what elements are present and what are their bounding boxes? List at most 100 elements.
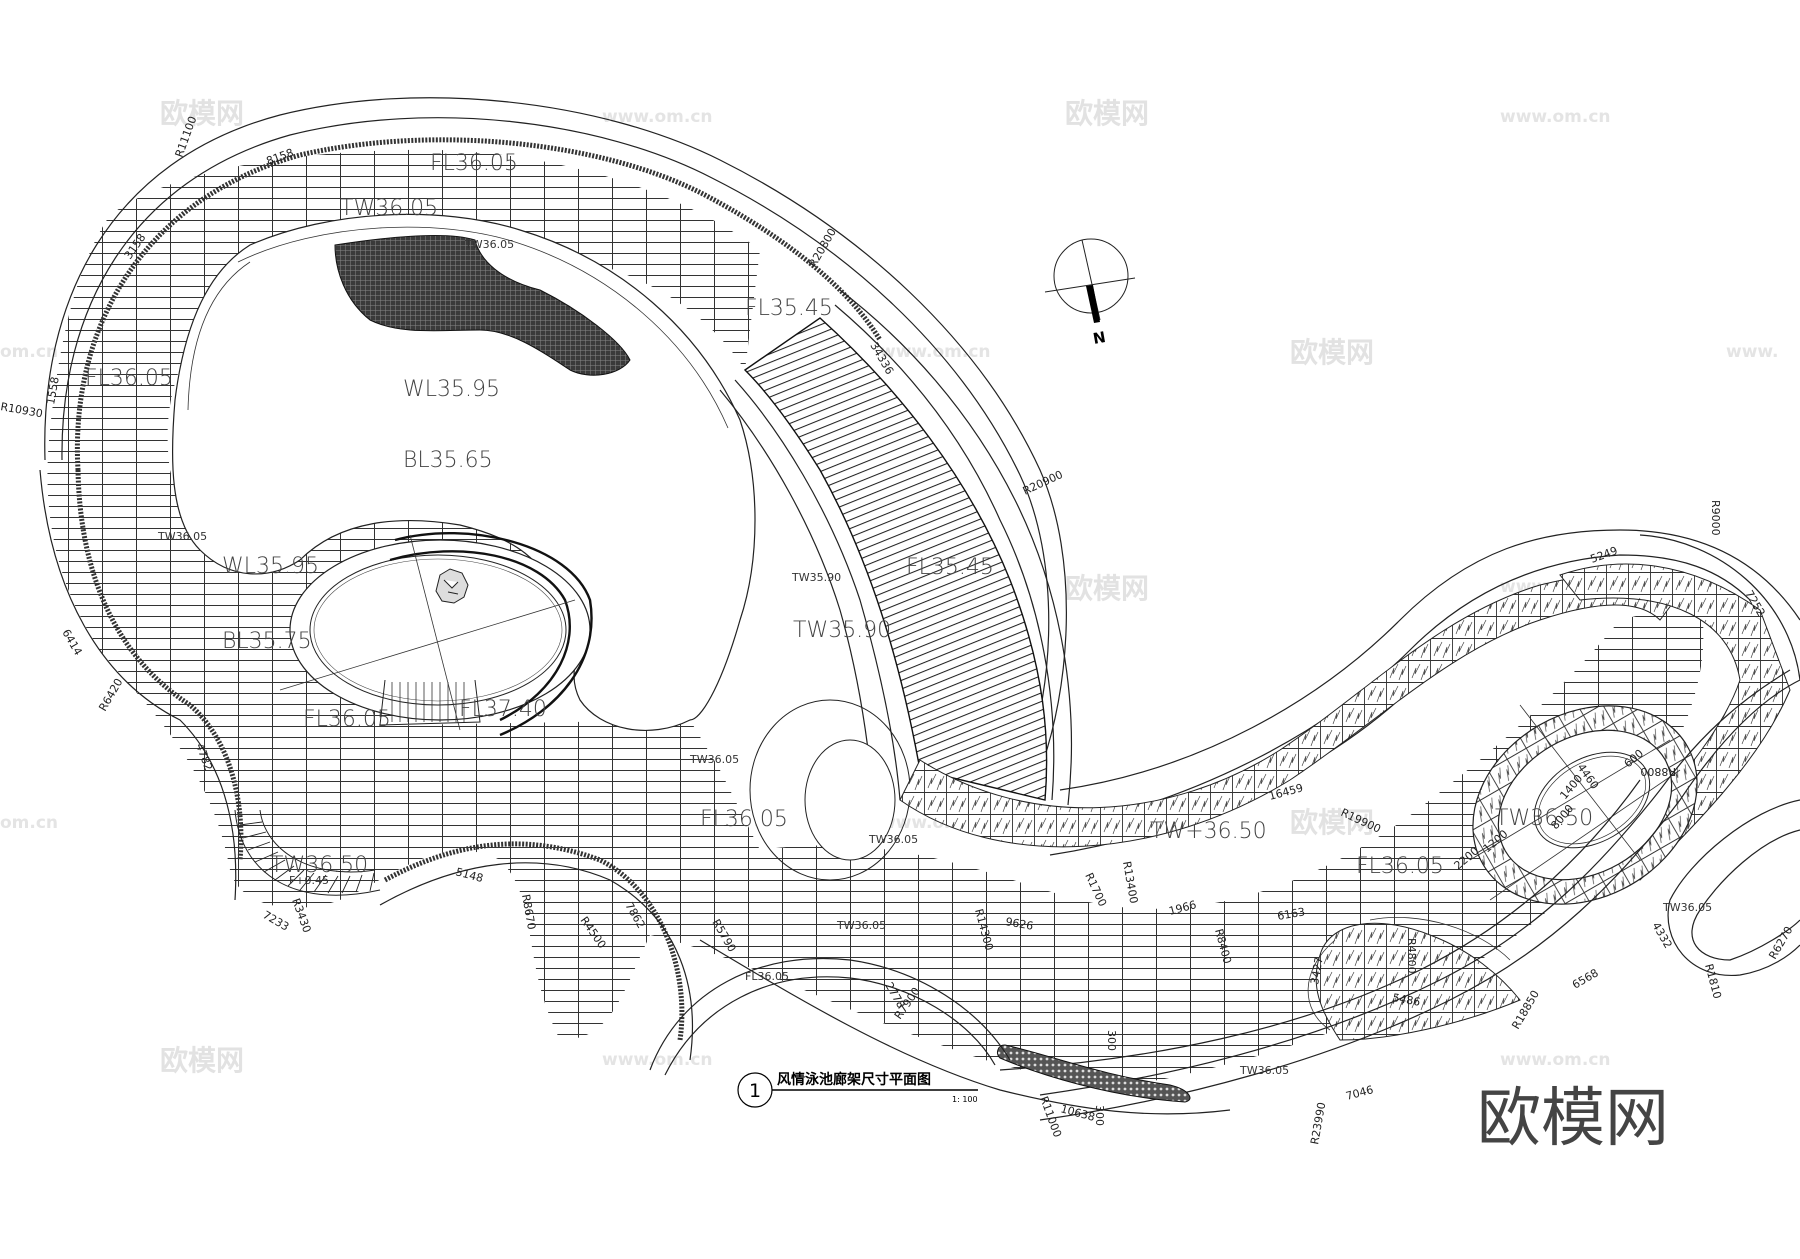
width-dimension: 300 (1105, 1030, 1118, 1051)
elevation-label: FL36.05 (85, 366, 173, 391)
drawing-number: 1 (749, 1080, 761, 1102)
watermark-url: www. (1726, 342, 1779, 362)
radius-dimension: R20800 (806, 226, 839, 269)
stone-planter (1315, 922, 1521, 1041)
elevation-label: TW36.05 (689, 753, 739, 766)
elevation-label: FL36.05 (303, 707, 391, 732)
outer-boundary-line (1039, 669, 1791, 1096)
paved-deck-area (47, 149, 1704, 1082)
radius-dimension: R4800 (1405, 938, 1418, 974)
outer-boundary-line (39, 469, 237, 901)
watermark-brand: 欧模网 (160, 97, 244, 130)
watermark-url: www.om.cn (602, 107, 713, 127)
radius-dimension: R1810 (1702, 962, 1724, 1000)
outer-boundary-line (699, 939, 1231, 1115)
pebble-strip (997, 1044, 1191, 1103)
elevation-label: WL35.95 (222, 554, 319, 579)
arc-dimension: 7233 (261, 908, 292, 933)
island-stairs (379, 679, 481, 726)
deck-edge-line (839, 289, 1072, 806)
pool-coping-line (237, 226, 729, 429)
corner-loop (1667, 799, 1800, 976)
tree-symbol-icon (435, 568, 469, 604)
channel-line (1059, 529, 1800, 791)
oval-feature (1469, 704, 1698, 905)
elevation-label: FL37.40 (459, 697, 547, 722)
elevation-label: FL36.05 (700, 807, 788, 832)
planter-arc (649, 957, 1011, 1071)
north-label: N (1092, 328, 1107, 348)
watermark-url: www.om.cn (880, 342, 991, 362)
elevation-label: BL35.65 (403, 448, 493, 473)
elevation-label: TW36.05 (1239, 1064, 1289, 1077)
elevation-label: TW36.05 (836, 919, 886, 932)
outer-boundary-line (1639, 534, 1800, 681)
arc-dimension: 6568 (1570, 966, 1601, 991)
arc-dimension: 5249 (1589, 544, 1620, 566)
arc-dimension: 7046 (1344, 1083, 1374, 1103)
dimension-arc (1307, 939, 1336, 1031)
dimension-arc (1369, 917, 1511, 961)
planter-arc (664, 976, 996, 1076)
radius-dimension: R6270 (1766, 924, 1795, 961)
stair-bottom-left (234, 809, 381, 896)
radius-dimension: R8800 (1640, 765, 1676, 778)
arc-dimension: 6414 (59, 627, 84, 658)
timber-deck (743, 317, 1048, 801)
elevation-label: TW36.05 (464, 238, 514, 251)
arc-dimension: 6163 (1276, 905, 1306, 923)
radius-dimension: R13400 (1120, 860, 1140, 904)
arc-dimension: 5148 (454, 865, 484, 885)
radius-dimension: R8670 (519, 893, 538, 930)
corner-loop (1691, 829, 1800, 961)
watermark-brand: 欧模网 (1290, 806, 1374, 839)
elevation-label: TW35.90 (791, 571, 841, 584)
north-arrow-icon: N (1044, 238, 1136, 348)
radius-dimension: R10930 (0, 400, 44, 420)
gravel-edge-strip (74, 137, 883, 471)
outer-boundary-line (61, 117, 1050, 766)
drawing-title-block: 1 风情泳池廊架尺寸平面图 1: 100 (737, 1071, 978, 1108)
radius-dimension: R20900 (1021, 468, 1065, 498)
elevation-label: TW36.50 (270, 853, 368, 878)
elevation-label: TW36.05 (340, 196, 438, 221)
drawing-scale: 1: 100 (952, 1095, 978, 1104)
outer-boundary-line (379, 862, 693, 1061)
arc-dimension: 9626 (1004, 915, 1034, 933)
dark-mosaic-pool-zone (334, 234, 631, 376)
watermark-url: www.om.cn (1500, 1050, 1611, 1070)
watermark-brand: 欧模网 (160, 1044, 244, 1077)
elevation-label: TW36.05 (157, 530, 207, 543)
drawing-title: 风情泳池廊架尺寸平面图 (777, 1071, 931, 1088)
elevation-label: BL35.75 (222, 629, 312, 654)
watermark-brand: 欧模网 (1065, 572, 1149, 605)
elevation-label: TW36.05 (1662, 901, 1712, 914)
watermark-url: www.om.cn (602, 1050, 713, 1070)
brand-watermark-logo: 欧模网 (1477, 1082, 1669, 1156)
elevation-label: FL35.45 (906, 555, 994, 580)
elevation-label: FL36.05 (1356, 854, 1444, 879)
elevation-label: TW35.90 (793, 618, 891, 643)
watermark-brand: 欧模网 (1290, 336, 1374, 369)
outer-boundary-line (1039, 679, 1800, 1121)
watermark-brand: 欧模网 (1065, 97, 1149, 130)
arc-dimension: 3427 (1308, 956, 1326, 986)
arc-dimension: 5486 (1391, 991, 1421, 1009)
elevation-label: WL35.95 (403, 377, 500, 402)
elevation-label: FL35.45 (745, 296, 833, 321)
outer-boundary-line (44, 97, 1067, 771)
radius-dimension: R9000 (1709, 500, 1722, 536)
watermark-url: om.cn (0, 342, 58, 362)
deck-edge-line (834, 304, 1055, 801)
arc-dimension: 1558 (44, 376, 62, 406)
arc-dimension: 10638 (1059, 1102, 1096, 1124)
elevation-label: FL36.05 (745, 970, 789, 983)
elevation-label: TW36.50 (1495, 806, 1593, 831)
planter-circle (804, 739, 896, 861)
elevation-label: FL36.05 (430, 151, 518, 176)
gravel-edge-strip (75, 469, 244, 861)
elevation-labels: FL36.05 TW36.05 TW36.05 FL35.45 FL36.05 … (85, 151, 1712, 1077)
radius-dimension: R23990 (1308, 1101, 1328, 1145)
deck-edge-line (734, 379, 901, 801)
radius-dimension: R6420 (96, 676, 125, 713)
